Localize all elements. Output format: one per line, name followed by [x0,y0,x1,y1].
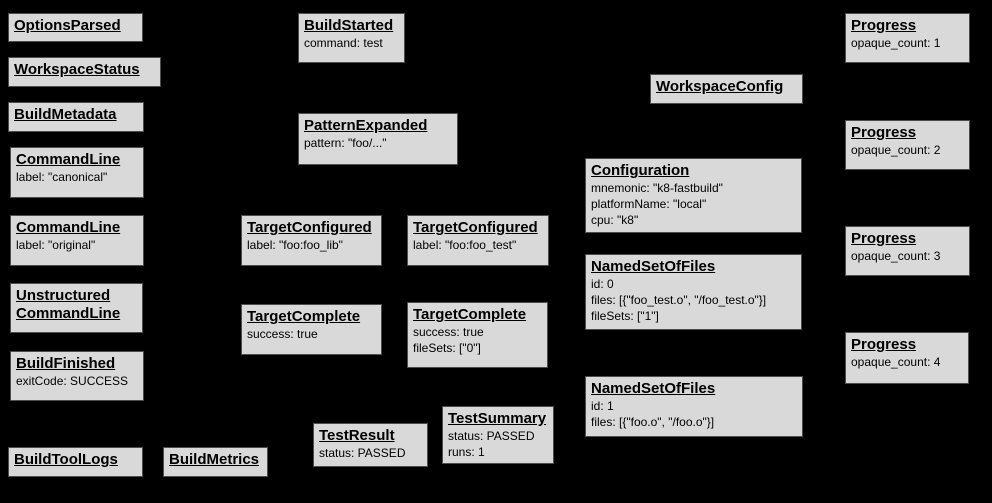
event-node-title: Progress [851,230,917,247]
event-node-build-tool-logs: BuildToolLogs [8,447,143,477]
event-node-title: BuildMetadata [14,106,117,123]
event-node-title: OptionsParsed [14,17,121,34]
event-node-attributes: mnemonic: "k8-fastbuild" platformName: "… [591,181,723,227]
event-node-title: BuildStarted [304,17,394,34]
event-node-build-metadata: BuildMetadata [8,102,144,132]
event-node-workspace-status: WorkspaceStatus [8,57,161,87]
event-node-title: Unstructured CommandLine [16,287,121,322]
event-node-title: WorkspaceStatus [14,61,140,78]
event-node-title: BuildFinished [16,355,116,372]
event-node-target-configured-foo-lib: TargetConfigured label: "foo:foo_lib" [241,215,382,266]
event-node-title: Configuration [591,162,690,179]
event-node-title: NamedSetOfFiles [591,380,716,397]
event-node-title: TestSummary [448,410,547,427]
event-node-named-set-of-files-1: NamedSetOfFiles id: 1 files: [{"foo.o", … [585,376,803,437]
event-node-title: CommandLine [16,219,121,236]
event-node-test-result: TestResult status: PASSED [313,423,428,467]
event-node-title: TargetComplete [247,308,361,325]
event-node-unstructured-command-line: Unstructured CommandLine [10,283,143,333]
event-node-workspace-config: WorkspaceConfig [650,74,803,104]
event-node-named-set-of-files-0: NamedSetOfFiles id: 0 files: [{"foo_test… [585,254,802,330]
event-node-attributes: status: PASSED [319,446,406,460]
event-node-attributes: label: "foo:foo_test" [413,238,517,252]
event-node-test-summary: TestSummary status: PASSED runs: 1 [442,406,554,464]
event-node-title: BuildMetrics [169,451,260,468]
event-node-attributes: opaque_count: 1 [851,36,941,50]
event-node-pattern-expanded: PatternExpanded pattern: "foo/..." [298,113,458,165]
event-node-title: TargetConfigured [413,219,538,236]
event-node-configuration: Configuration mnemonic: "k8-fastbuild" p… [585,158,802,233]
event-node-attributes: id: 0 files: [{"foo_test.o", "/foo_test.… [591,277,767,323]
event-node-progress-1: Progress opaque_count: 1 [845,13,970,63]
event-node-attributes: command: test [304,36,383,50]
event-node-title: PatternExpanded [304,117,428,134]
event-node-options-parsed: OptionsParsed [8,13,143,42]
event-node-attributes: opaque_count: 4 [851,355,941,369]
event-node-build-started: BuildStarted command: test [298,13,405,63]
event-node-progress-2: Progress opaque_count: 2 [845,120,970,170]
event-node-command-line-original: CommandLine label: "original" [10,215,144,266]
event-node-title: TargetComplete [413,306,527,323]
event-node-attributes: opaque_count: 2 [851,143,941,157]
event-node-target-complete-foo-lib: TargetComplete success: true [241,304,382,355]
event-node-title: WorkspaceConfig [656,78,784,95]
event-node-attributes: pattern: "foo/..." [304,136,387,150]
event-node-attributes: id: 1 files: [{"foo.o", "/foo.o"}] [591,399,715,429]
event-node-build-finished: BuildFinished exitCode: SUCCESS [10,351,144,401]
event-node-attributes: success: true fileSets: ["0"] [413,325,484,355]
event-node-attributes: label: "canonical" [16,170,108,184]
event-node-progress-3: Progress opaque_count: 3 [845,226,970,276]
event-node-attributes: exitCode: SUCCESS [16,374,129,388]
event-node-title: Progress [851,336,917,353]
event-node-title: Progress [851,124,917,141]
event-node-title: TestResult [319,427,395,444]
event-node-attributes: status: PASSED runs: 1 [448,429,535,459]
event-node-attributes: label: "foo:foo_lib" [247,238,343,252]
event-node-attributes: success: true [247,327,318,341]
event-node-build-metrics: BuildMetrics [163,447,268,477]
event-node-title: CommandLine [16,151,121,168]
event-node-progress-4: Progress opaque_count: 4 [845,332,969,384]
event-node-command-line-canonical: CommandLine label: "canonical" [10,147,144,198]
event-node-attributes: label: "original" [16,238,96,252]
event-node-title: BuildToolLogs [14,451,118,468]
event-node-target-complete-foo-test: TargetComplete success: true fileSets: [… [407,302,548,368]
event-node-title: TargetConfigured [247,219,372,236]
event-node-attributes: opaque_count: 3 [851,249,941,263]
event-node-title: Progress [851,17,917,34]
event-node-title: NamedSetOfFiles [591,258,716,275]
event-node-target-configured-foo-test: TargetConfigured label: "foo:foo_test" [407,215,549,266]
